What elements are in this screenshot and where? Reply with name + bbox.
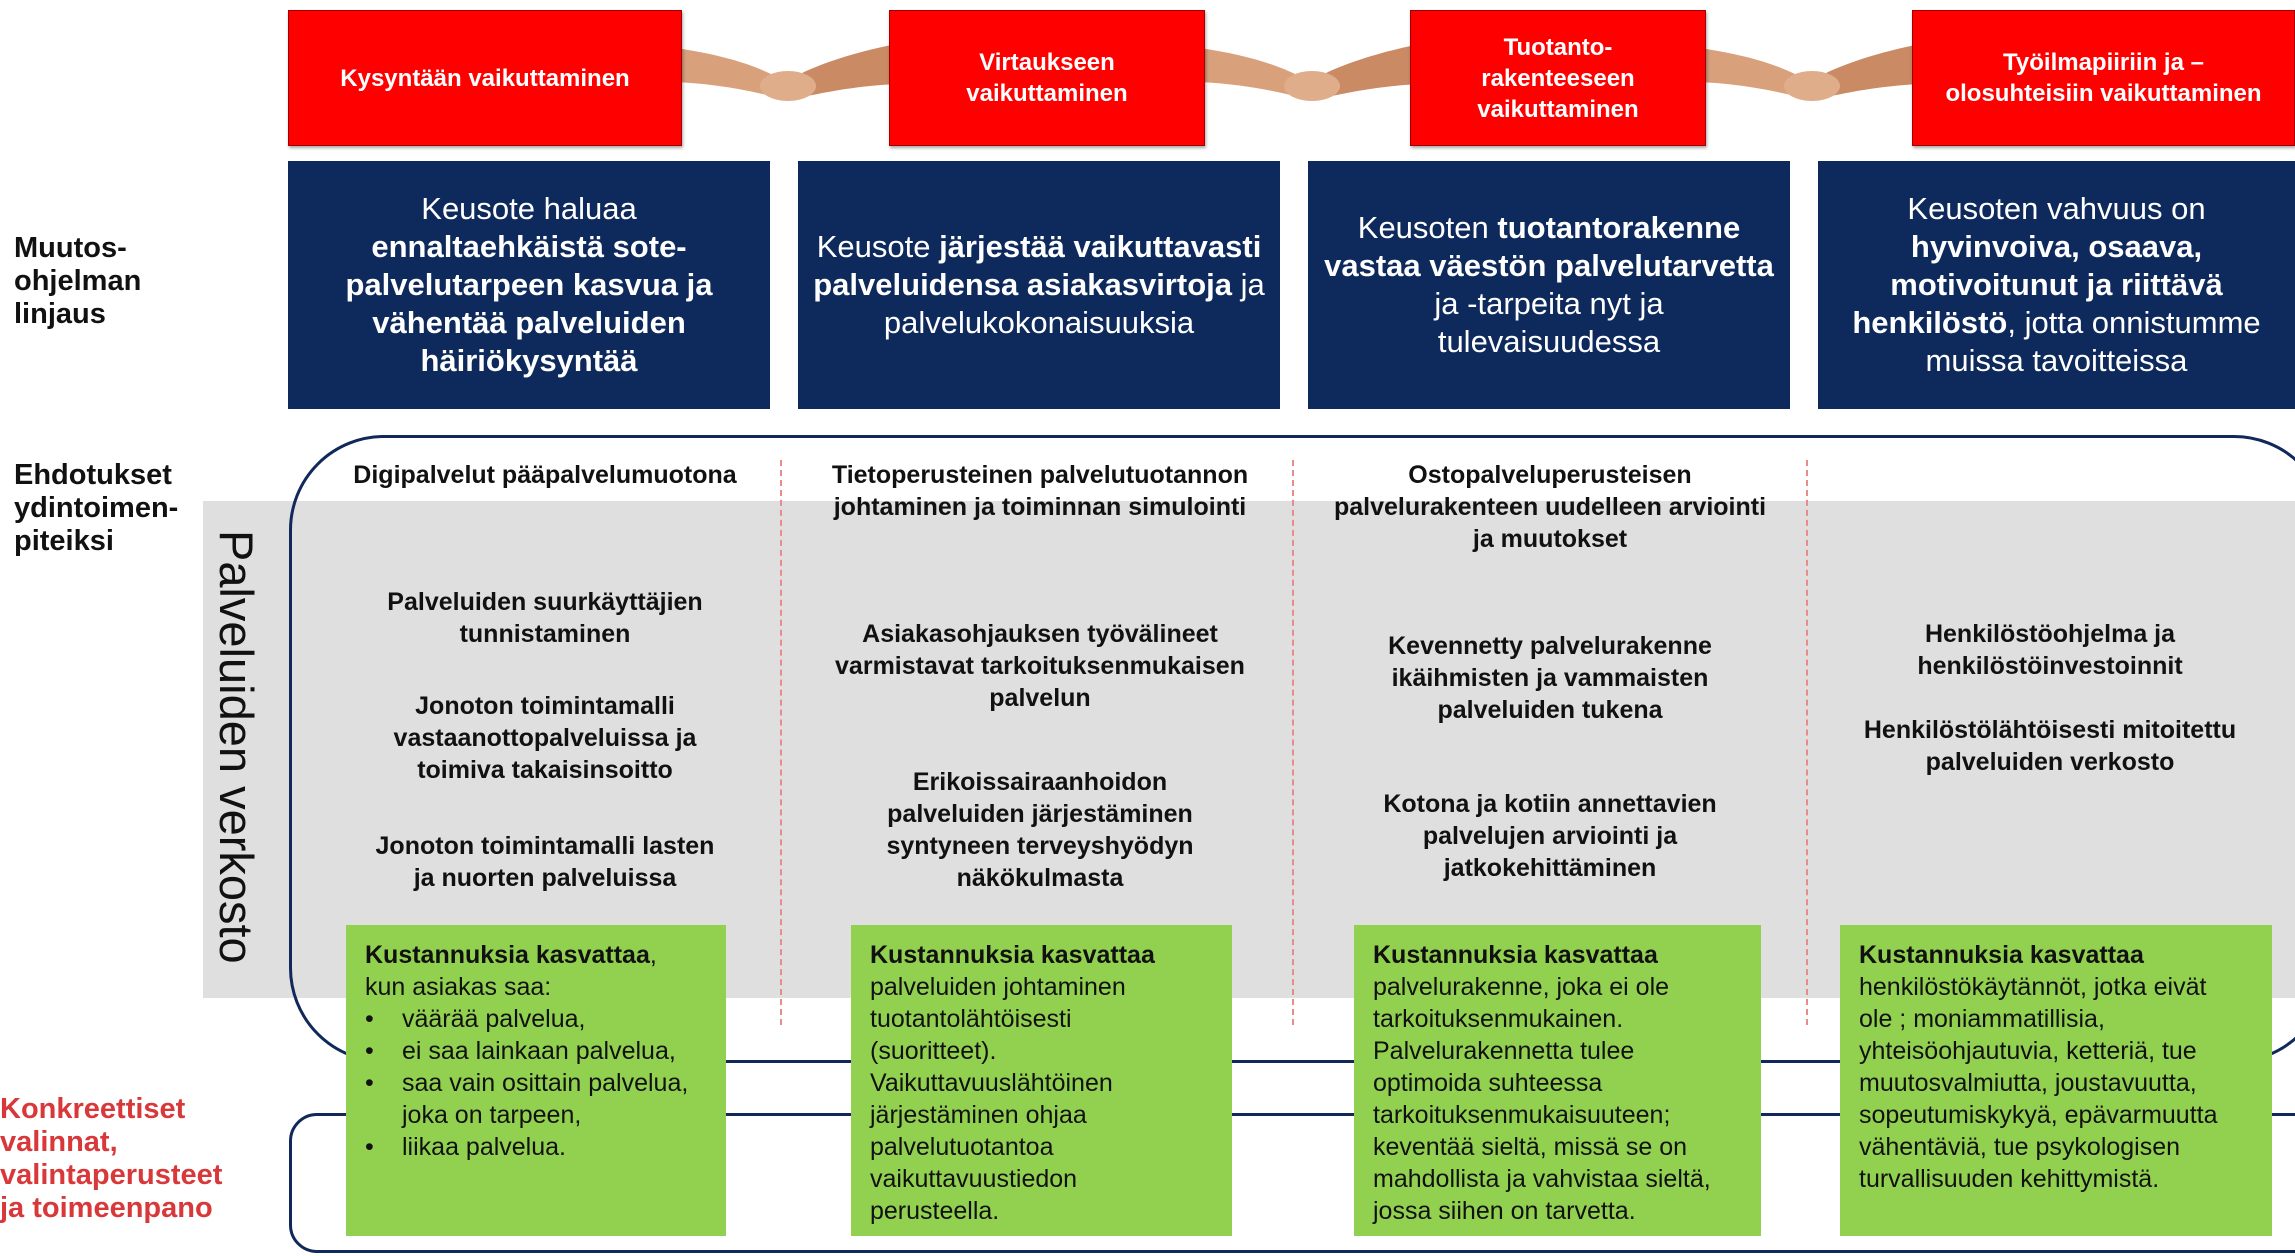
header-kysynta: Kysyntään vaikuttaminen [288,10,682,146]
ydintoimenpide-item: Henkilöstöohjelma ja henkilöstöinvestoin… [1917,620,2183,680]
header-tyoilmapiiri: Työilmapiiriin ja – olosuhteisiin vaikut… [1912,10,2295,146]
green-box-text: kun asiakas saa: [365,973,552,1001]
palveluiden-verkosto-chevron [203,501,2295,998]
green-box-text: henkilöstökäytännöt, jotka eivät ole ; m… [1859,973,2218,1193]
green-box-2: Kustannuksia kasvattaa palveluiden johta… [851,925,1232,1236]
linjaus-box-1: Keusote haluaa ennaltaehkäistä sote-palv… [288,161,770,409]
linjaus-box-2: Keusote järjestää vaikuttavasti palvelui… [798,161,1280,409]
ydintoimenpide-item: Henkilöstölähtöisesti mitoitettu palvelu… [1863,716,2237,776]
ydintoimenpide-item: Erikoissairaanhoidon palveluiden järjest… [886,768,1194,892]
ydintoimenpide-item: Jonoton toimintamalli lasten ja nuorten … [375,832,715,892]
green-box-bullets: väärää palvelua, ei saa lainkaan palvelu… [365,1003,707,1163]
handshake-icon [676,44,896,101]
column-divider [1806,460,1808,1025]
green-box-title: Kustannuksia kasvattaa [1859,941,2144,969]
bullet-item: saa vain osittain palvelua, joka on tarp… [365,1067,707,1131]
green-box-3: Kustannuksia kasvattaa palvelurakenne, j… [1354,925,1761,1236]
ydintoimenpide-item: Jonoton toimintamalli vastaanottopalvelu… [393,692,697,784]
column-divider [1292,460,1294,1025]
handshake-icon [1700,44,1920,101]
header-virtaus: Virtaukseen vaikuttaminen [889,10,1205,146]
handshake-icon [1200,44,1420,101]
green-box-title: Kustannuksia kasvattaa [1373,941,1658,969]
row-label-ehdotukset: Ehdotukset ydintoimen- piteiksi [14,459,179,557]
vertical-label-palveluiden-verkosto: Palveluiden verkosto [210,530,263,964]
row-label-linjaus: Muutos- ohjelman linjaus [14,232,142,330]
header-tuotantorakenne: Tuotanto- rakenteeseen vaikuttaminen [1410,10,1706,146]
ydintoimenpide-item: Palveluiden suurkäyttäjien tunnistaminen [387,588,703,648]
green-box-text: palvelurakenne, joka ei ole tarkoituksen… [1373,973,1711,1225]
column-heading-1: Digipalvelut pääpalvelumuotona [353,461,737,489]
linjaus-box-4: Keusoten vahvuus on hyvinvoiva, osaava, … [1818,161,2295,409]
ydintoimenpide-item: Kevennetty palvelurakenne ikäihmisten ja… [1388,632,1712,724]
bullet-item: ei saa lainkaan palvelua, [365,1035,707,1067]
linjaus-box-3: Keusoten tuotantorakenne vastaa väestön … [1308,161,1790,409]
bullet-item: väärää palvelua, [365,1003,707,1035]
ydintoimenpide-item: Asiakasohjauksen työvälineet varmistavat… [835,620,1245,712]
green-box-title: Kustannuksia kasvattaa [870,941,1155,969]
green-box-title: Kustannuksia kasvattaa [365,941,650,969]
green-box-text: palveluiden johtaminen tuotantolähtöises… [870,973,1126,1225]
green-box-1: Kustannuksia kasvattaa, kun asiakas saa:… [346,925,726,1236]
bullet-item: liikaa palvelua. [365,1131,707,1163]
green-box-4: Kustannuksia kasvattaa henkilöstökäytänn… [1840,925,2272,1236]
column-divider [780,460,782,1025]
row-label-konkreettiset: Konkreettiset valinnat, valintaperusteet… [0,1093,223,1224]
ydintoimenpide-item: Kotona ja kotiin annettavien palvelujen … [1383,790,1717,882]
column-heading-3: Ostopalveluperusteisen palvelurakenteen … [1333,461,1767,553]
konkreettiset-frame [289,1113,2295,1253]
column-heading-2: Tietoperusteinen palvelutuotannon johtam… [831,461,1249,521]
ehdotukset-frame [289,435,2295,1063]
